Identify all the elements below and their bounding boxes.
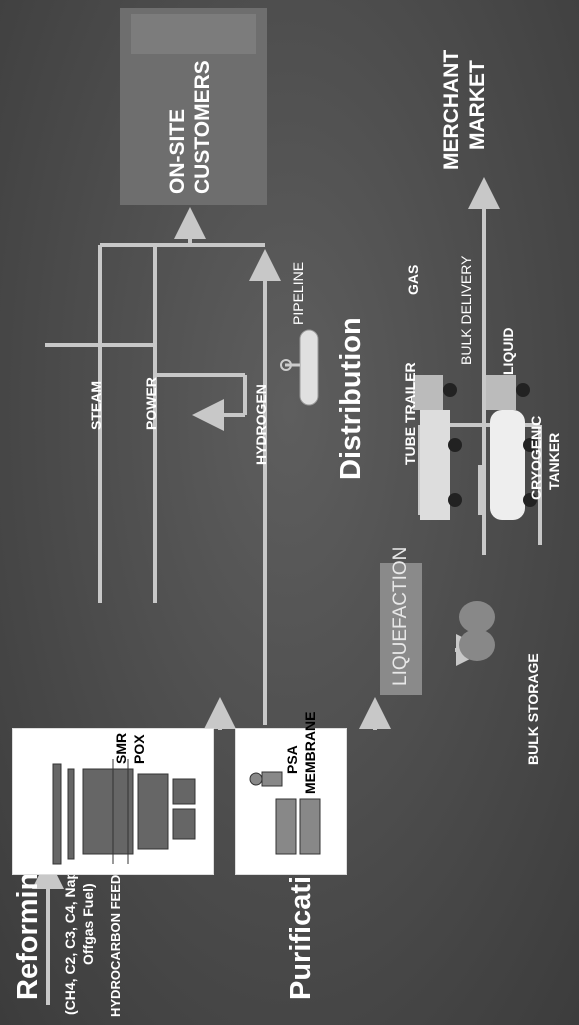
distribution-title: Distribution — [335, 317, 367, 480]
onsite-line2: CUSTOMERS — [191, 60, 214, 194]
reforming-title: Reforming — [12, 855, 44, 1000]
reformer-plant-icon — [52, 759, 196, 865]
liquefaction-label: LIQUEFACTION — [390, 546, 411, 686]
onsite-customers-box: ON-SITE CUSTOMERS — [120, 8, 267, 205]
cryogenic-line2: TANKER — [546, 432, 562, 490]
gas-label: GAS — [405, 264, 421, 295]
hydrogen-label: HYDROGEN — [253, 384, 269, 465]
liquefaction-box: LIQUEFACTION — [380, 547, 422, 695]
merchant-line2: MARKET — [466, 60, 489, 150]
feed-gases-line2: Offgas Fuel) — [80, 883, 96, 965]
membrane-label: MEMBRANE — [302, 711, 318, 794]
psa-label: PSA — [284, 745, 300, 774]
cryogenic-tanker-icon — [486, 375, 537, 520]
onsite-line1: ON-SITE — [166, 108, 189, 194]
psa-membrane-icon — [249, 771, 321, 855]
reformer-box: SMR POX — [12, 728, 214, 875]
bulk-storage-tanks-icon — [459, 601, 495, 661]
cryogenic-line1: CRYOGENIC — [528, 415, 544, 500]
purifier-box: PSA MEMBRANE — [235, 712, 347, 875]
bulk-storage-label: BULK STORAGE — [525, 653, 541, 765]
reformer-pox-label: POX — [131, 734, 147, 764]
pipeline-icon — [280, 329, 319, 406]
tube-trailer-icon — [413, 375, 462, 520]
steam-label: STEAM — [88, 381, 104, 430]
factory-icon — [131, 14, 256, 54]
power-label: POWER — [143, 377, 159, 430]
bulk-delivery-label: BULK DELIVERY — [458, 255, 474, 365]
merchant-line1: MERCHANT — [440, 49, 463, 170]
pipeline-label: PIPELINE — [290, 261, 306, 325]
tube-trailer-label: TUBE TRAILER — [402, 362, 418, 465]
feed-label: HYDROCARBON FEED — [108, 874, 123, 1017]
reformer-smr-label: SMR — [113, 732, 129, 764]
